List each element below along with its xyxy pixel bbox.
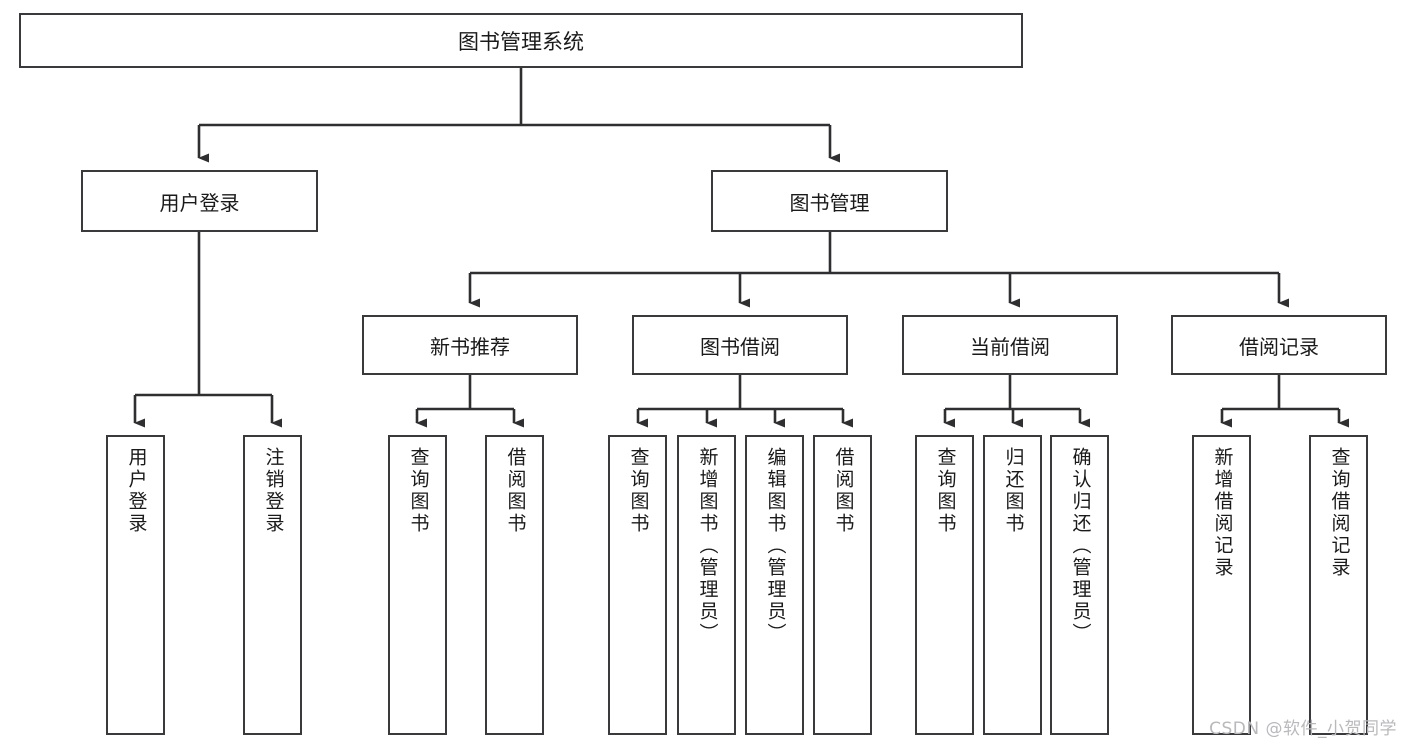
- node-label: 用户登录: [125, 447, 148, 535]
- leaf-user-login[interactable]: 用户登录: [106, 435, 165, 735]
- node-label: 图书管理: [789, 190, 870, 215]
- leaf-user-logout[interactable]: 注销登录: [243, 435, 302, 735]
- node-label: 新增借阅记录: [1211, 447, 1234, 579]
- node-book-management[interactable]: 图书管理: [711, 170, 948, 232]
- leaf-query-borrow-record[interactable]: 查询借阅记录: [1309, 435, 1368, 735]
- node-label: 新增图书（管理员）: [696, 447, 719, 645]
- node-current-borrow[interactable]: 当前借阅: [902, 315, 1118, 375]
- leaf-edit-book-admin[interactable]: 编辑图书（管理员）: [745, 435, 804, 735]
- node-label: 借阅图书: [832, 447, 855, 535]
- node-label: 查询借阅记录: [1328, 447, 1351, 579]
- node-label: 图书管理系统: [458, 29, 584, 54]
- node-borrow-record[interactable]: 借阅记录: [1171, 315, 1387, 375]
- node-label: 查询图书: [934, 447, 957, 535]
- leaf-borrow-book-recommend[interactable]: 借阅图书: [485, 435, 544, 735]
- leaf-add-borrow-record[interactable]: 新增借阅记录: [1192, 435, 1251, 735]
- node-label: 查询图书: [407, 447, 430, 535]
- leaf-return-book[interactable]: 归还图书: [983, 435, 1042, 735]
- node-label: 用户登录: [159, 190, 240, 215]
- leaf-query-book-recommend[interactable]: 查询图书: [388, 435, 447, 735]
- leaf-confirm-return-admin[interactable]: 确认归还（管理员）: [1050, 435, 1109, 735]
- node-label: 归还图书: [1002, 447, 1025, 535]
- node-root-system[interactable]: 图书管理系统: [19, 13, 1023, 68]
- node-label: 借阅记录: [1239, 334, 1319, 359]
- node-new-book-recommend[interactable]: 新书推荐: [362, 315, 578, 375]
- node-label: 当前借阅: [970, 334, 1050, 359]
- node-user-login[interactable]: 用户登录: [81, 170, 318, 232]
- leaf-query-book-current[interactable]: 查询图书: [915, 435, 974, 735]
- node-label: 确认归还（管理员）: [1069, 447, 1092, 645]
- leaf-borrow-book[interactable]: 借阅图书: [813, 435, 872, 735]
- node-label: 借阅图书: [504, 447, 527, 535]
- node-book-borrow[interactable]: 图书借阅: [632, 315, 848, 375]
- node-label: 新书推荐: [430, 334, 510, 359]
- node-label: 注销登录: [262, 447, 285, 535]
- node-label: 查询图书: [627, 447, 650, 535]
- leaf-add-book-admin[interactable]: 新增图书（管理员）: [677, 435, 736, 735]
- leaf-query-book-borrow[interactable]: 查询图书: [608, 435, 667, 735]
- node-label: 图书借阅: [700, 334, 780, 359]
- csdn-watermark: CSDN @软件_小贺同学: [1209, 719, 1397, 739]
- node-label: 编辑图书（管理员）: [764, 447, 787, 645]
